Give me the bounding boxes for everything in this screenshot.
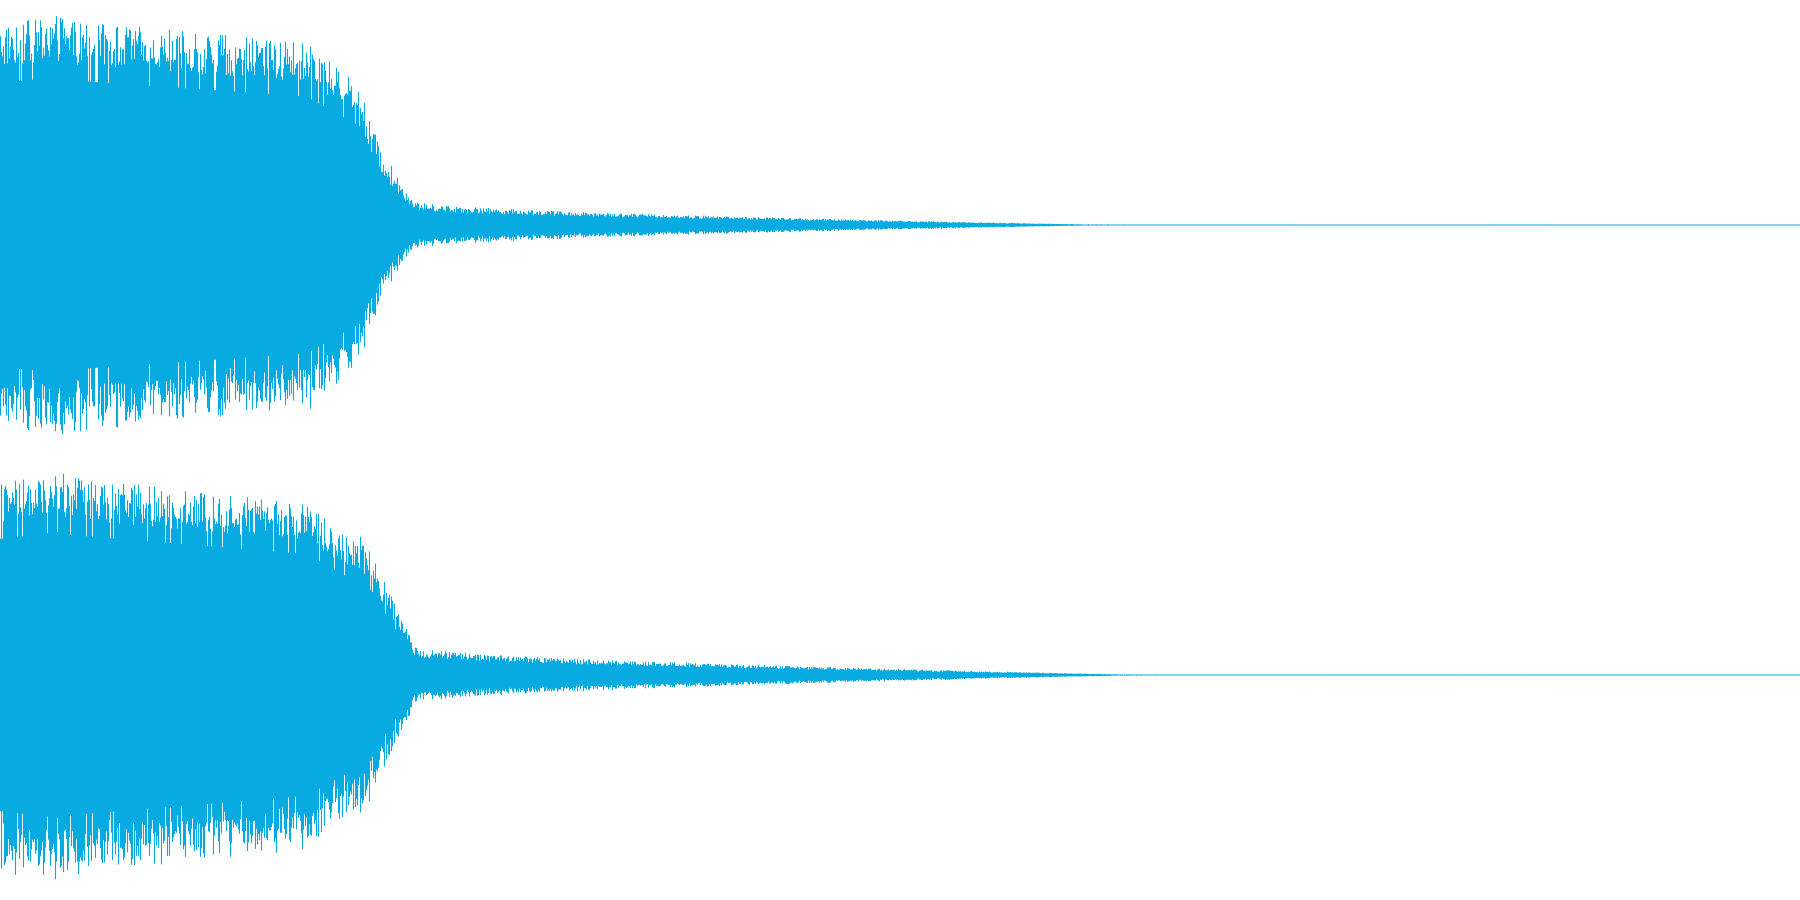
channel-right-waveform[interactable] bbox=[0, 450, 1800, 900]
channel-left-waveform[interactable] bbox=[0, 0, 1800, 450]
waveform-core bbox=[0, 76, 1528, 374]
waveform-core bbox=[0, 531, 1541, 819]
